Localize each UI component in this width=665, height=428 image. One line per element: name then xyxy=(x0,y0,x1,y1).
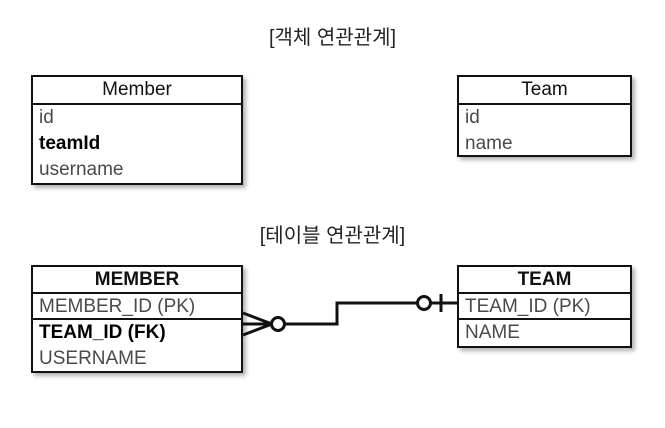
entity-box-team-table[interactable]: TEAM TEAM_ID (PK) NAME xyxy=(457,265,632,348)
connector-path xyxy=(285,301,417,326)
entity-box-member-table[interactable]: MEMBER MEMBER_ID (PK) TEAM_ID (FK) USERN… xyxy=(31,265,243,373)
field-team-name: name xyxy=(465,133,513,154)
entity-header-team-object: Team xyxy=(459,77,630,105)
field-member-table-team-id: TEAM_ID (FK) xyxy=(39,322,166,343)
field-member-table-username: USERNAME xyxy=(39,348,147,369)
field-team-table-name: NAME xyxy=(465,322,520,343)
section-title-table: [테이블 연관관계] xyxy=(259,225,406,247)
entity-fields-team-table: TEAM_ID (PK) NAME xyxy=(459,294,630,346)
optional-zero-circle-team-icon xyxy=(416,295,432,311)
entity-header-member-object: Member xyxy=(33,77,241,105)
field-member-id: id xyxy=(39,107,54,128)
entity-fields-team-object: id name xyxy=(459,105,630,157)
entity-fields-member-table: MEMBER_ID (PK) TEAM_ID (FK) USERNAME xyxy=(33,294,241,372)
entity-box-member-object[interactable]: Member id teamId username xyxy=(31,75,243,185)
entity-box-team-object[interactable]: Team id name xyxy=(457,75,632,157)
field-member-teamid: teamId xyxy=(39,133,101,154)
optional-zero-circle-member-icon xyxy=(270,316,286,332)
field-member-username: username xyxy=(39,159,124,180)
crows-foot-many-icon xyxy=(242,311,273,337)
entity-header-team-table: TEAM xyxy=(459,267,630,294)
entity-fields-member-object: id teamId username xyxy=(33,105,241,183)
entity-header-member-table: MEMBER xyxy=(33,267,241,294)
cardinality-one-tick-icon xyxy=(431,294,457,312)
section-title-object: [객체 연관관계] xyxy=(268,27,397,49)
field-member-table-member-id: MEMBER_ID (PK) xyxy=(33,294,241,320)
field-team-table-team-id: TEAM_ID (PK) xyxy=(459,294,630,320)
field-team-id: id xyxy=(465,107,480,128)
